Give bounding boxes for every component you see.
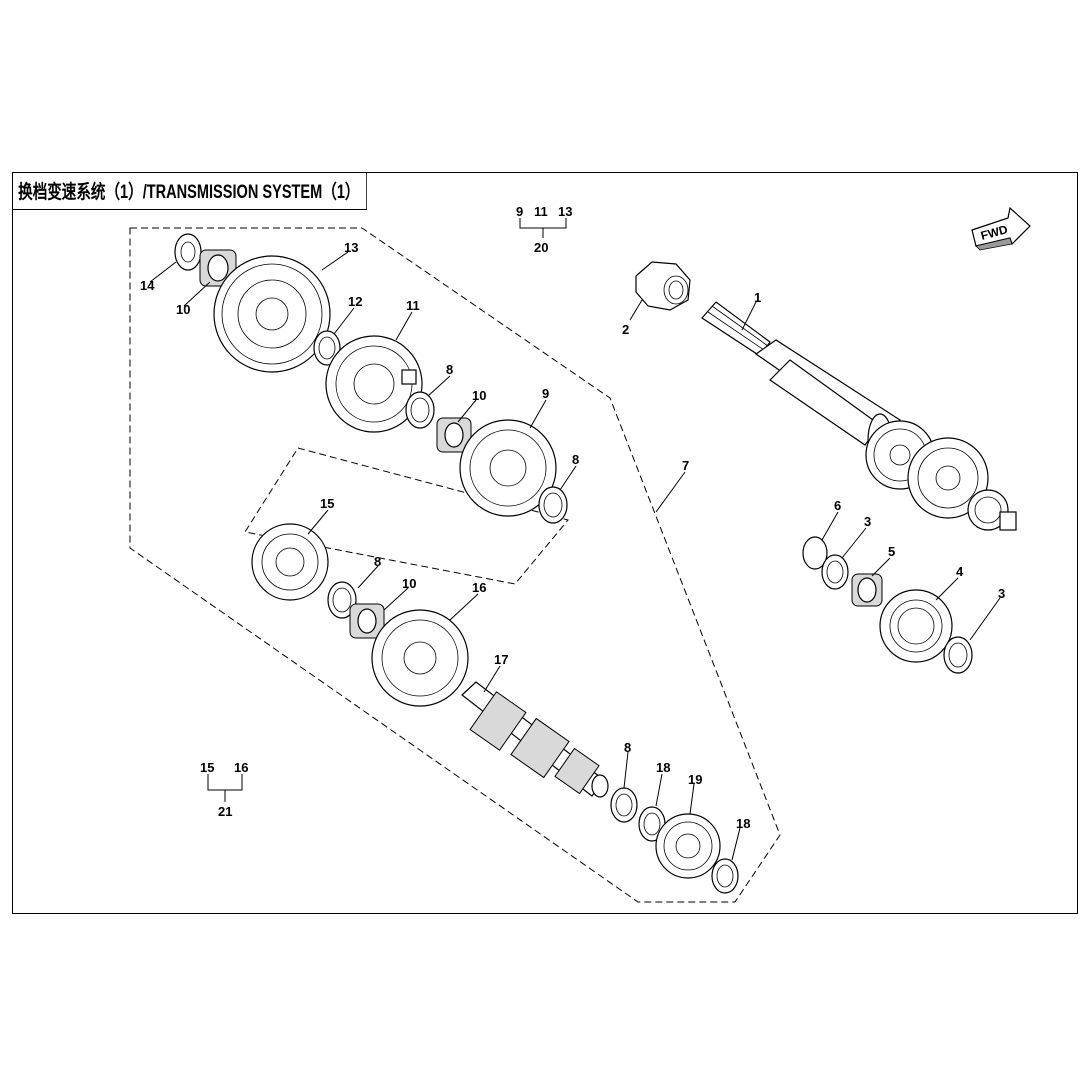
diagram-frame xyxy=(12,172,1078,914)
callout-2: 2 xyxy=(622,322,629,337)
group-20-member: 9 xyxy=(516,204,523,219)
part-circlip xyxy=(538,486,568,524)
callout-8: 8 xyxy=(446,362,453,377)
callout-3: 3 xyxy=(998,586,1005,601)
group-20-member: 11 xyxy=(534,204,548,219)
callout-14: 14 xyxy=(140,278,155,293)
callout-13: 13 xyxy=(344,240,358,255)
part-washer-lower xyxy=(943,636,973,674)
callout-18: 18 xyxy=(656,760,670,775)
part-gear xyxy=(459,419,557,517)
part-nut xyxy=(635,261,691,311)
part-circlip xyxy=(405,391,435,429)
callout-7: 7 xyxy=(682,458,689,473)
callout-1: 1 xyxy=(754,290,761,305)
fwd-label: FWD xyxy=(979,222,1009,243)
callout-10: 10 xyxy=(402,576,416,591)
callout-3: 3 xyxy=(864,514,871,529)
callout-8: 8 xyxy=(572,452,579,467)
callout-9: 9 xyxy=(542,386,549,401)
assembly-boundary-outline xyxy=(129,227,781,903)
part-gear xyxy=(655,813,721,879)
part-sliding-gear xyxy=(251,523,329,601)
part-large-gear xyxy=(213,255,331,373)
group-20-member: 13 xyxy=(558,204,572,219)
part-washer xyxy=(313,330,341,366)
part-needle-bearing xyxy=(349,603,385,639)
part-needle-bearing xyxy=(436,417,472,453)
callout-17: 17 xyxy=(494,652,508,667)
part-counter-shaft xyxy=(461,681,609,798)
part-dog-gear xyxy=(325,335,423,433)
callout-19: 19 xyxy=(688,772,702,787)
part-circlip xyxy=(327,581,357,619)
part-needle-bearing xyxy=(851,573,883,607)
part-circlip xyxy=(711,858,739,894)
part-circlip xyxy=(610,787,638,823)
part-washer xyxy=(174,233,202,271)
callout-10: 10 xyxy=(472,388,486,403)
diagram-title: 换档变速系统（1）/TRANSMISSION SYSTEM（1） xyxy=(12,172,367,210)
group-21-member: 16 xyxy=(234,760,248,775)
part-main-shaft xyxy=(701,301,1017,531)
callout-12: 12 xyxy=(348,294,362,309)
callout-labels: 1 2 3 3 4 5 6 7 8 8 8 8 9 10 10 10 11 12… xyxy=(140,204,1005,831)
part-gear xyxy=(371,609,469,707)
group-21-member: 15 xyxy=(200,760,214,775)
callout-5: 5 xyxy=(888,544,895,559)
callout-15: 15 xyxy=(320,496,334,511)
callout-10: 10 xyxy=(176,302,190,317)
part-gear xyxy=(879,589,953,663)
part-circlip xyxy=(802,536,828,570)
callout-8: 8 xyxy=(624,740,631,755)
callout-16: 16 xyxy=(472,580,486,595)
callout-4: 4 xyxy=(956,564,964,579)
group-20-result: 20 xyxy=(534,240,548,255)
fwd-arrow-icon: FWD xyxy=(971,206,1031,251)
callout-18: 18 xyxy=(736,816,750,831)
group-21-result: 21 xyxy=(218,804,232,819)
part-washer-upper xyxy=(821,554,849,590)
callout-6: 6 xyxy=(834,498,841,513)
leader-lines xyxy=(149,218,1001,861)
callout-11: 11 xyxy=(406,298,420,313)
callout-8: 8 xyxy=(374,554,381,569)
